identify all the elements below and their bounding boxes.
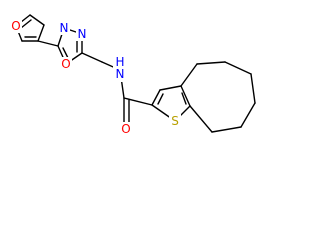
bond [81,52,103,63]
atom-o-furan: O [10,19,22,33]
atom-label: N [78,27,87,41]
atom-s-thiophene: S [169,114,181,128]
bond [37,40,59,47]
atom-label: H [115,55,124,69]
bond [37,24,45,42]
bond [240,102,256,128]
atom-label: S [171,114,179,128]
atom-o-oxadiazole: O [60,57,72,71]
bond [151,89,161,106]
atom-label: O [121,122,130,136]
bond [123,97,153,106]
bond [180,85,191,107]
atom-label: N [60,21,69,35]
atom-n-oxadiazole-top: N [58,21,70,35]
bond-double [20,19,32,29]
bond-double [181,92,187,105]
atom-labels: O N N O H N O S [10,19,181,136]
bond [189,105,213,133]
bond [180,63,198,87]
molecule-diagram: O N N O H N O S [10,14,256,136]
atom-label: O [11,19,20,33]
bond [196,61,226,65]
bond [224,61,252,75]
atom-n-oxadiazole-bottom: N [76,27,88,41]
bond [211,126,242,133]
atom-o-carbonyl: O [120,122,133,136]
atom-label: N [116,67,125,81]
bond [159,85,182,91]
bond [29,14,45,26]
atom-label: O [61,57,70,71]
bonds [15,14,256,133]
bond [250,73,256,104]
atom-nh-amide: H N [113,55,128,82]
bond-double [157,93,164,105]
